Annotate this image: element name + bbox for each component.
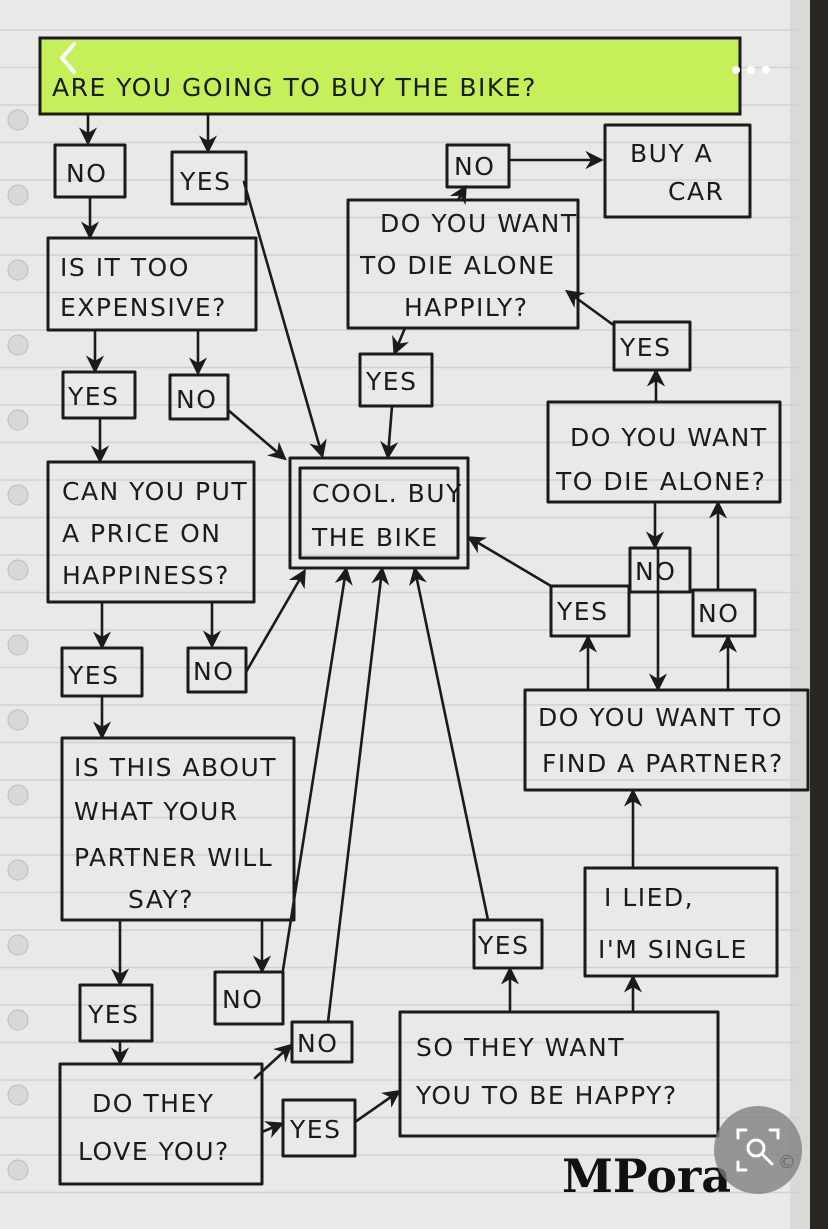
spiral-hole (8, 410, 28, 430)
label-no-love: NO (297, 1029, 338, 1058)
label-buy-bike-2: THE BIKE (311, 523, 439, 552)
label-lied-1: I LIED, (604, 883, 694, 912)
spiral-hole (8, 560, 28, 580)
label-find-1: DO YOU WANT TO (538, 703, 783, 732)
label-yes-say: YES (87, 1000, 139, 1029)
label-no-die: NO (635, 557, 676, 586)
label-lied-2: I'M SINGLE (598, 935, 748, 964)
more-dots-icon (732, 66, 770, 74)
label-die-2: TO DIE ALONE? (555, 467, 766, 496)
spiral-hole (8, 710, 28, 730)
spiral-hole (8, 185, 28, 205)
label-price-3: HAPPINESS? (62, 561, 230, 590)
label-no-say: NO (222, 985, 263, 1014)
spiral-hole (8, 335, 28, 355)
spiral-hole (8, 260, 28, 280)
label-yes-happy: YES (477, 931, 529, 960)
label-say-4: SAY? (128, 885, 194, 914)
label-say-3: PARTNER WILL (74, 843, 273, 872)
label-buy-bike-1: COOL. BUY (312, 479, 463, 508)
label-no-exp: NO (176, 385, 217, 414)
spiral-hole (8, 935, 28, 955)
signature: MPora (562, 1149, 731, 1203)
spiral-hole (8, 1085, 28, 1105)
label-say-2: WHAT YOUR (74, 797, 239, 826)
label-price-1: CAN YOU PUT (62, 477, 248, 506)
spiral-hole (8, 860, 28, 880)
label-yes-exp: YES (67, 382, 119, 411)
label-yes-top: YES (179, 167, 231, 196)
label-happily-2: TO DIE ALONE (359, 251, 556, 280)
label-love-2: LOVE YOU? (78, 1137, 230, 1166)
label-price-2: A PRICE ON (62, 519, 221, 548)
spiral-holes (8, 110, 28, 1180)
label-say-1: IS THIS ABOUT (74, 753, 277, 782)
label-expensive-1: IS IT TOO (60, 253, 190, 282)
spiral-hole (8, 785, 28, 805)
label-yes-die: YES (619, 333, 671, 362)
visual-search-button[interactable] (714, 1106, 802, 1194)
label-expensive-2: EXPENSIVE? (60, 293, 227, 322)
spiral-hole (8, 1010, 28, 1030)
label-love-1: DO THEY (92, 1089, 215, 1118)
label-yes-price: YES (67, 661, 119, 690)
label-yes-find: YES (556, 597, 608, 626)
label-buy-car-1: BUY A (630, 139, 713, 168)
label-no-find: NO (698, 599, 739, 628)
label-no-top: NO (66, 159, 107, 188)
label-no-happily: NO (454, 152, 495, 181)
label-happily-1: DO YOU WANT (380, 209, 578, 238)
label-happily-3: HAPPILY? (404, 293, 529, 322)
label-happy-1: SO THEY WANT (416, 1033, 625, 1062)
more-options-button[interactable] (732, 66, 770, 74)
label-buy-car-2: CAR (668, 177, 724, 206)
label-find-2: FIND A PARTNER? (542, 749, 784, 778)
title: ARE YOU GOING TO BUY THE BIKE? (52, 73, 537, 102)
spiral-hole (8, 1160, 28, 1180)
spiral-hole (8, 485, 28, 505)
spiral-hole (8, 110, 28, 130)
label-no-price: NO (193, 657, 234, 686)
label-yes-happily: YES (365, 367, 417, 396)
label-happy-2: YOU TO BE HAPPY? (415, 1081, 678, 1110)
label-die-1: DO YOU WANT (570, 423, 768, 452)
spiral-hole (8, 635, 28, 655)
label-yes-love: YES (289, 1115, 341, 1144)
